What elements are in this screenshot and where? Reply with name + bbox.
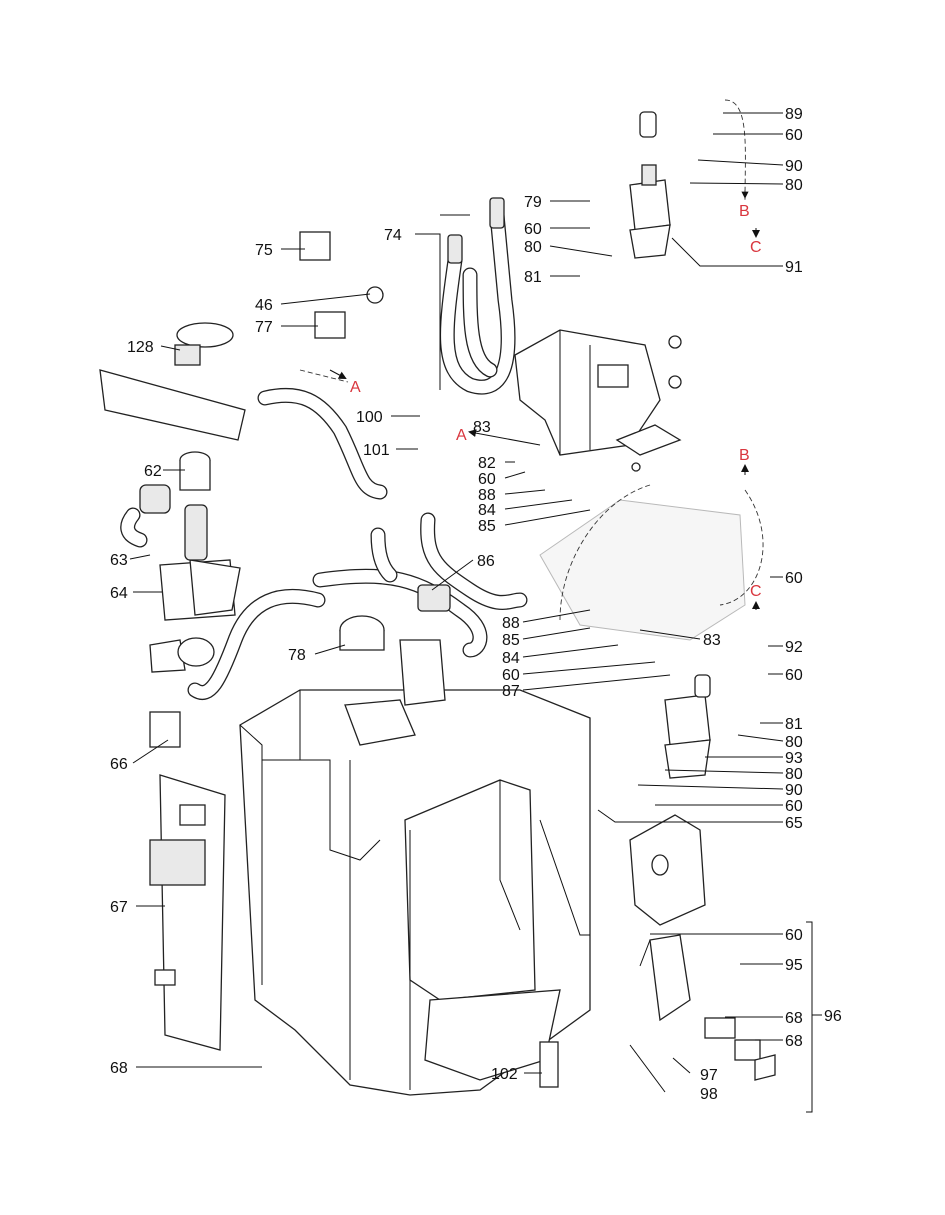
part-labels: 89 60 90 80 79 60 80 81 91 74 75 46 77 1… [110,106,842,1103]
part-label: 96 [824,1008,842,1025]
part-label: 67 [110,899,128,916]
part-label: 68 [785,1010,803,1027]
part-label: 84 [502,650,520,667]
ghost-valve-body [539,499,746,641]
part-label: 87 [502,683,520,700]
machine-housing [239,639,591,1096]
part-label: 128 [127,339,154,356]
part-label: 90 [785,782,803,799]
leader-lines [129,112,822,1113]
part-label: 60 [524,221,542,238]
hose-assembly-74 [439,197,516,395]
ref-letter: C [750,583,762,600]
valve-bracket [514,329,682,472]
part-label: 91 [785,259,803,276]
part-label: 86 [477,553,495,570]
ref-letter: B [739,203,750,220]
part-label: 98 [700,1086,718,1103]
part-label: 64 [110,585,128,602]
part-label: 89 [785,106,803,123]
part-label: 88 [502,615,520,632]
component-128-switch [99,322,246,441]
part-label: 82 [478,455,496,472]
part-label: 79 [524,194,542,211]
part-label: 102 [491,1066,518,1083]
part-label: 60 [785,570,803,587]
part-label: 80 [785,734,803,751]
part-label: 68 [110,1060,128,1077]
part-label: 83 [473,419,491,436]
part-label: 83 [703,632,721,649]
part-label: 60 [478,471,496,488]
component-93-valve [664,674,711,779]
component-67-board [149,774,226,1051]
ref-letter: A [350,379,361,396]
part-label: 74 [384,227,402,244]
part-label: 60 [785,127,803,144]
part-label: 60 [785,927,803,944]
component-91-valve [629,111,671,259]
part-label: 95 [785,957,803,974]
component-65-bracket [629,814,706,926]
part-label: 90 [785,158,803,175]
part-label: 101 [363,442,390,459]
part-label: 81 [524,269,542,286]
ref-letter: B [739,447,750,464]
part-label: 85 [502,632,520,649]
part-label: 77 [255,319,273,336]
part-label: 60 [785,667,803,684]
component-62-connector [139,451,211,514]
part-label: 92 [785,639,803,656]
part-label: 85 [478,518,496,535]
part-label: 84 [478,502,496,519]
part-label: 65 [785,815,803,832]
component-96-bracket [649,934,776,1081]
component-78-filter [339,615,385,651]
ref-letter: A [456,427,467,444]
component-64-pump [149,504,241,673]
part-label: 60 [785,798,803,815]
part-label: 68 [785,1033,803,1050]
hoses-left [120,387,528,700]
component-86-inline-valve [417,584,451,612]
part-label: 60 [502,667,520,684]
part-label: 100 [356,409,383,426]
part-label: 75 [255,242,273,259]
part-label: 81 [785,716,803,733]
reference-letters: B C A A B C [350,203,762,600]
part-label: 93 [785,750,803,767]
part-label: 63 [110,552,128,569]
part-label: 62 [144,463,162,480]
component-66-block [149,711,181,748]
part-label: 80 [524,239,542,256]
part-label: 66 [110,756,128,773]
part-label: 88 [478,487,496,504]
part-label: 80 [785,177,803,194]
component-75-77-switches [299,231,384,339]
component-102-clip [539,1041,559,1088]
part-label: 80 [785,766,803,783]
part-label: 97 [700,1067,718,1084]
part-label: 46 [255,297,273,314]
part-label: 78 [288,647,306,664]
ref-letter: C [750,239,762,256]
